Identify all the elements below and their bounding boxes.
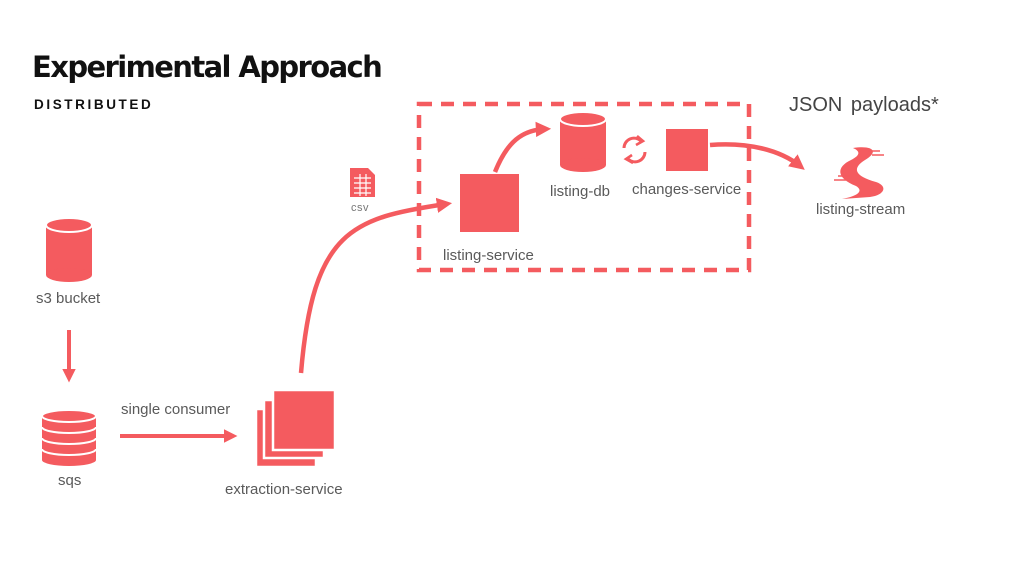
arrow-listing-to-db [492, 121, 552, 173]
extraction-service-label: extraction-service [225, 481, 343, 498]
listing-db-icon [559, 111, 607, 172]
page-subtitle: DISTRIBUTED [34, 97, 154, 112]
json-payloads-label: JSON payloads* [789, 94, 939, 116]
listing-service-icon [460, 174, 519, 232]
sqs-icon [41, 409, 97, 466]
service-boundary [416, 101, 752, 273]
listing-stream-label: listing-stream [816, 201, 906, 218]
single-consumer-label: single consumer [121, 401, 231, 418]
listing-stream-icon [834, 147, 884, 199]
listing-db-label: listing-db [550, 183, 611, 200]
page-title: Experimental Approach [32, 50, 383, 84]
changes-service-icon [666, 129, 708, 171]
arrow-extraction-to-listing [298, 197, 453, 374]
sqs-label: sqs [58, 472, 82, 489]
changes-service-label: changes-service [632, 181, 742, 198]
csv-label: csv [351, 202, 369, 214]
s3-bucket-label: s3 bucket [36, 290, 101, 307]
arrow-changes-to-stream [709, 142, 805, 170]
s3-bucket-icon [45, 217, 93, 282]
csv-file-icon [350, 168, 375, 197]
listing-service-label: listing-service [443, 247, 534, 264]
extraction-service-icon [254, 388, 337, 469]
sync-icon [622, 135, 647, 165]
